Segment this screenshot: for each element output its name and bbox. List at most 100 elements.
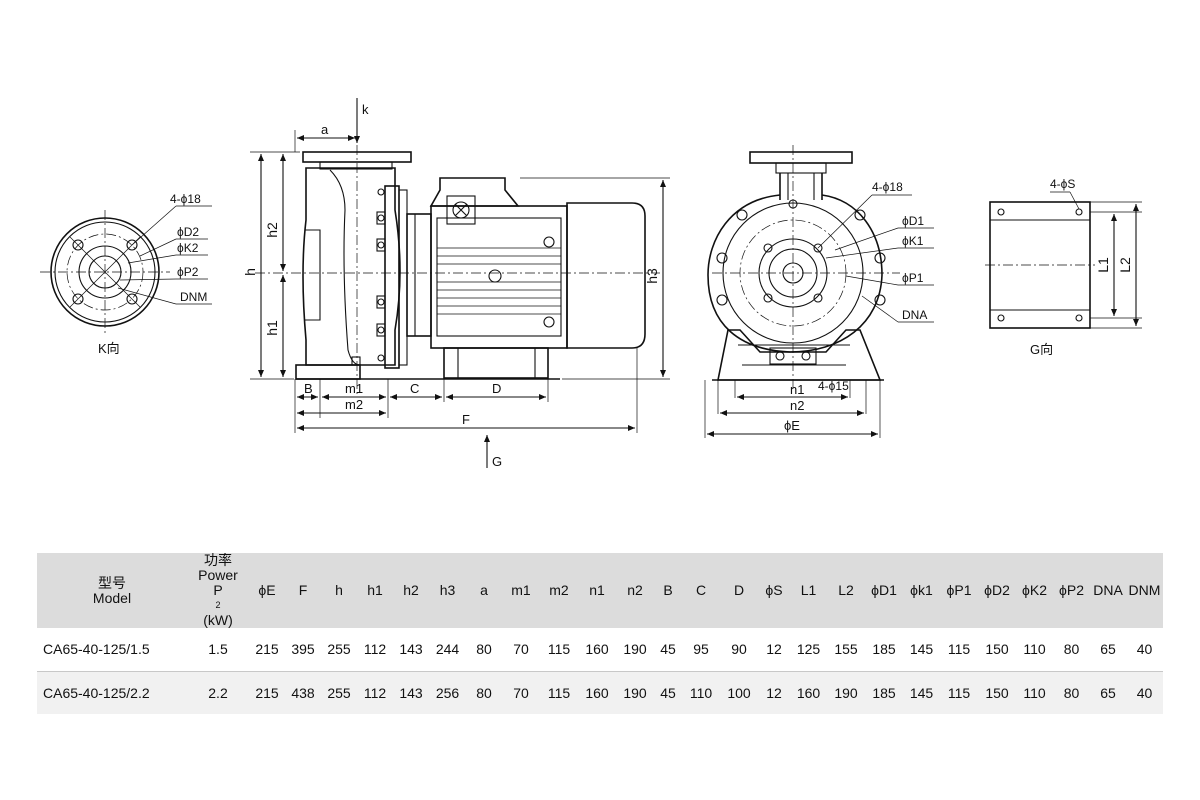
cell-value: 12 xyxy=(766,641,782,658)
cell-value: 244 xyxy=(435,641,460,658)
header-col: ϕS xyxy=(765,582,783,598)
header-col: a xyxy=(480,582,488,598)
g-view: 4-ϕS L1 L2 G向 xyxy=(985,177,1142,357)
front-label-k1: ϕK1 xyxy=(902,234,924,248)
cell-value: 185 xyxy=(872,684,896,701)
dim-n1: n1 xyxy=(790,382,804,397)
cell-value: 115 xyxy=(547,684,571,701)
cell-value: 45 xyxy=(660,684,676,701)
cell-power: 1.5 xyxy=(208,641,228,658)
cell-value: 100 xyxy=(727,684,751,701)
k-view-label-p2: ϕP2 xyxy=(177,265,199,279)
cell-model: CA65-40-125/2.2 xyxy=(43,684,150,701)
header-col: h1 xyxy=(367,582,383,598)
cell-value: 150 xyxy=(985,684,1009,701)
dim-l1: L1 xyxy=(1095,257,1111,273)
cell-value: 256 xyxy=(435,684,460,701)
cell-value: 150 xyxy=(985,641,1009,658)
dim-h1: h1 xyxy=(264,320,280,336)
cell-value: 112 xyxy=(363,641,387,658)
header-col: C xyxy=(695,582,707,598)
cell-value: 190 xyxy=(623,684,647,701)
k-view-caption: K向 xyxy=(98,341,120,356)
k-view-label-dnm: DNM xyxy=(180,290,207,304)
cell-value: 80 xyxy=(1063,684,1080,701)
header-col: ϕP2 xyxy=(1059,582,1084,598)
cell-value: 90 xyxy=(731,641,747,658)
table-row: CA65-40-125/2.2 2.2 215 438 255 112 143 … xyxy=(37,671,1163,714)
header-col: D xyxy=(733,582,745,598)
cell-value: 145 xyxy=(909,684,934,701)
cell-value: 145 xyxy=(909,641,934,658)
cell-value: 112 xyxy=(363,684,387,701)
dim-f: F xyxy=(462,412,470,427)
cell-value: 190 xyxy=(623,641,647,658)
cell-value: 190 xyxy=(834,684,858,701)
front-label-bolts: 4-ϕ18 xyxy=(872,180,903,194)
side-view: k xyxy=(242,98,670,469)
header-col: h2 xyxy=(403,582,419,598)
header-col: ϕK2 xyxy=(1022,582,1047,598)
k-view-label-k2: ϕK2 xyxy=(177,241,199,255)
g-view-caption: G向 xyxy=(1030,342,1053,357)
front-label-foot-holes: 4-ϕ15 xyxy=(818,379,849,393)
cell-value: 40 xyxy=(1136,684,1153,701)
g-label-holes: 4-ϕS xyxy=(1050,177,1075,191)
dim-b: B xyxy=(304,381,313,396)
front-label-d1: ϕD1 xyxy=(902,214,924,228)
header-col: L1 xyxy=(800,582,817,598)
cell-value: 110 xyxy=(689,684,713,701)
cell-value: 40 xyxy=(1136,641,1153,658)
arrow-g-label: G xyxy=(492,454,502,469)
front-view: 4-ϕ18 ϕD1 ϕK1 ϕP1 DNA n1 4-ϕ15 n2 ϕE xyxy=(704,145,934,438)
cell-value: 95 xyxy=(693,641,709,658)
cell-value: 65 xyxy=(1100,684,1116,701)
cell-value: 438 xyxy=(291,684,315,701)
dim-a: a xyxy=(321,122,329,137)
cell-value: 70 xyxy=(513,641,529,658)
header-col: m2 xyxy=(549,582,569,598)
cell-value: 12 xyxy=(766,684,782,701)
header-col: h xyxy=(335,582,343,598)
cell-value: 80 xyxy=(1063,641,1080,658)
cell-value: 215 xyxy=(255,684,279,701)
dim-m2: m2 xyxy=(345,397,363,412)
header-col: F xyxy=(298,582,308,598)
k-view-label-d2: ϕD2 xyxy=(177,225,199,239)
cell-value: 110 xyxy=(1023,641,1046,658)
cell-value: 80 xyxy=(476,641,492,658)
header-col: h3 xyxy=(439,582,456,598)
cell-value: 160 xyxy=(585,684,609,701)
dim-h: h xyxy=(242,268,258,276)
header-col: L2 xyxy=(838,582,854,598)
cell-value: 115 xyxy=(947,641,971,658)
dim-e: ϕE xyxy=(784,418,800,433)
header-col: DNA xyxy=(1093,582,1123,598)
cell-value: 185 xyxy=(872,641,896,658)
header-col: DNM xyxy=(1128,582,1161,598)
cell-value: 45 xyxy=(660,641,676,658)
cell-value: 80 xyxy=(476,684,492,701)
cell-value: 155 xyxy=(834,641,858,658)
cell-value: 160 xyxy=(796,684,821,701)
k-view-label-bolts: 4-ϕ18 xyxy=(170,192,201,206)
cell-value: 65 xyxy=(1100,641,1116,658)
header-col: ϕP1 xyxy=(946,582,972,598)
header-col: n2 xyxy=(627,582,643,598)
dim-c: C xyxy=(410,381,419,396)
dim-l2: L2 xyxy=(1117,257,1133,273)
cell-model: CA65-40-125/1.5 xyxy=(43,641,150,658)
arrow-k-label: k xyxy=(362,102,369,117)
header-col: B xyxy=(663,582,673,598)
header-col: m1 xyxy=(511,582,531,598)
cell-value: 115 xyxy=(947,684,971,701)
cell-power: 2.2 xyxy=(208,684,228,701)
dim-h2: h2 xyxy=(264,222,280,238)
cell-value: 255 xyxy=(327,641,351,658)
front-label-dna: DNA xyxy=(902,308,927,322)
cell-value: 70 xyxy=(513,684,529,701)
header-col: ϕD2 xyxy=(984,582,1010,598)
